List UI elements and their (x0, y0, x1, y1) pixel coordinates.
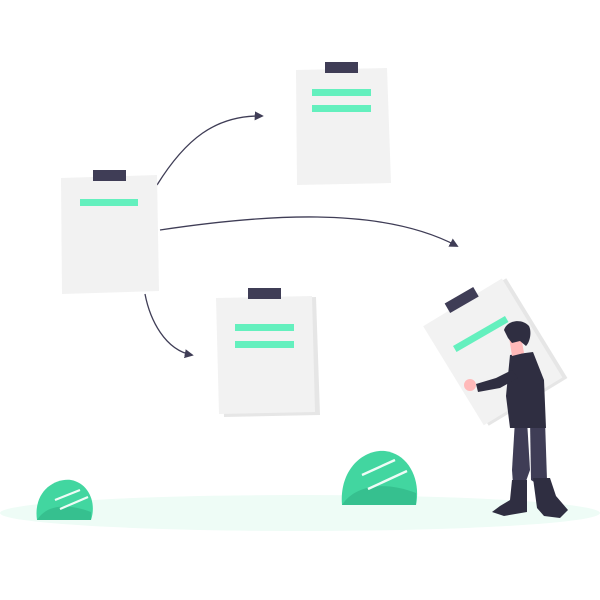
bush-left-icon (36, 479, 93, 520)
top-document-line-1 (312, 89, 371, 96)
person-boot-front (533, 478, 568, 518)
bush-middle-icon (341, 450, 418, 505)
bottom-document-paper (216, 296, 315, 414)
bottom-document-clip-icon (248, 288, 281, 299)
arrow-to-bottom-document (144, 293, 194, 359)
source-document-line (80, 199, 138, 206)
source-document (61, 170, 159, 294)
source-document-paper (61, 175, 159, 294)
bush-left-shade (37, 506, 91, 520)
bottom-document (216, 288, 320, 417)
person-torso (506, 352, 546, 428)
person-leg-front (530, 420, 547, 486)
arrow-to-top-document (156, 111, 264, 186)
ground-shadow (0, 495, 600, 531)
top-document-line-2 (312, 105, 371, 112)
top-document-paper (296, 68, 391, 185)
person-hand (464, 379, 476, 391)
carried-document-line (453, 315, 509, 353)
person-icon (464, 321, 568, 518)
person-hair (504, 321, 531, 346)
person-arm (476, 370, 518, 392)
carried-document-clip-icon (444, 286, 479, 313)
bottom-document-line-2 (235, 341, 294, 348)
bottom-document-line-1 (235, 324, 294, 331)
source-document-clip-icon (93, 170, 126, 181)
top-document (296, 62, 391, 185)
person-leg-back (512, 420, 530, 484)
person-boot-back (492, 480, 527, 516)
arrow-to-carried-document (159, 216, 459, 247)
bush-left-highlight (54, 488, 89, 511)
bush-middle-shade (342, 486, 416, 505)
bush-middle-highlight (361, 458, 408, 491)
top-document-clip-icon (325, 62, 358, 73)
carried-document (423, 278, 568, 426)
